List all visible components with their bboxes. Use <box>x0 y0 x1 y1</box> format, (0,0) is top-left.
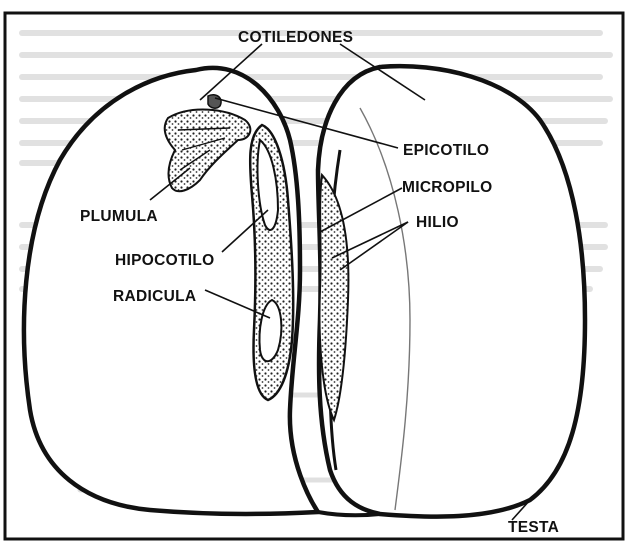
label-cotiledones: COTILEDONES <box>238 29 353 46</box>
right-cotyledon-outline <box>318 66 585 516</box>
epicotyl-sprout <box>208 95 221 108</box>
label-epicotilo: EPICOTILO <box>403 142 489 159</box>
label-micropilo: MICROPILO <box>402 179 493 196</box>
label-testa: TESTA <box>508 519 559 536</box>
label-plumula: PLUMULA <box>80 208 158 225</box>
label-hipocotilo: HIPOCOTILO <box>115 252 214 269</box>
label-radicula: RADICULA <box>113 288 196 305</box>
label-hilio: HILIO <box>416 214 459 231</box>
